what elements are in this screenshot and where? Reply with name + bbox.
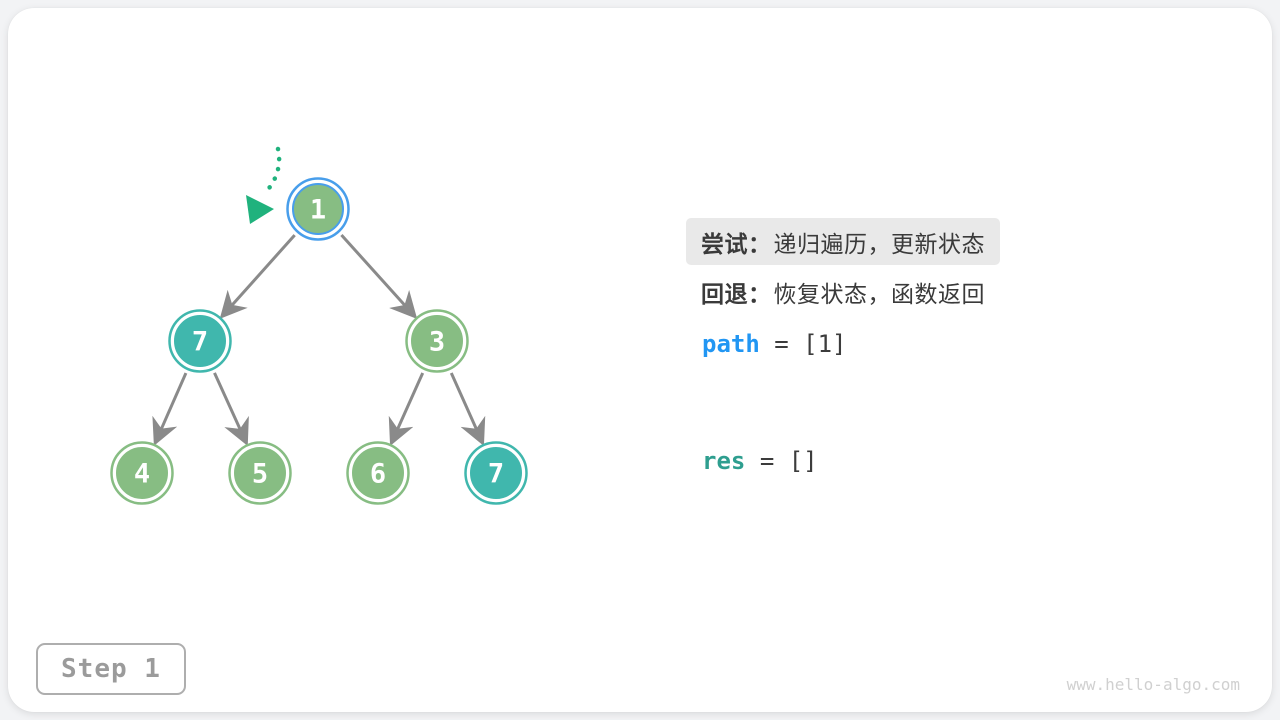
legend: 尝试： 递归遍历，更新状态 回退： 恢复状态，函数返回 <box>686 218 1000 307</box>
step-badge-label: Step 1 <box>61 654 161 684</box>
tree-edge <box>219 234 296 319</box>
legend-try-row: 尝试： 递归遍历，更新状态 <box>686 218 1000 265</box>
tree-node-7: 7 <box>168 309 232 373</box>
tree-edge <box>213 372 249 447</box>
tree-edge <box>388 372 425 446</box>
svg-text:5: 5 <box>252 459 268 490</box>
equals-sign <box>760 330 774 358</box>
variable-res: res = [] <box>702 447 818 475</box>
pointer-dotted-path <box>263 146 282 195</box>
space <box>745 447 759 475</box>
variable-path-eq: = <box>774 330 789 358</box>
variable-path-value: [1] <box>803 330 847 358</box>
variable-res-value: [] <box>788 447 818 475</box>
variable-res-eq: = <box>759 447 775 475</box>
svg-text:3: 3 <box>429 327 445 358</box>
svg-text:1: 1 <box>310 195 326 226</box>
watermark: www.hello-algo.com <box>1066 675 1240 694</box>
tree-node-5: 5 <box>228 441 292 505</box>
legend-backtrack-label: 回退： <box>701 280 772 307</box>
tree-edge <box>152 372 188 446</box>
space <box>789 330 803 358</box>
variable-path: path = [1] <box>702 330 847 358</box>
tree-node-7: 7 <box>464 441 528 505</box>
pointer-arrow-icon <box>246 195 274 224</box>
legend-backtrack-row: 回退： 恢复状态，函数返回 <box>686 278 1000 307</box>
tree-node-1-current: 1 <box>286 177 350 241</box>
legend-backtrack-text: 恢复状态，函数返回 <box>773 280 985 307</box>
legend-try-label: 尝试： <box>701 230 772 257</box>
space <box>774 447 788 475</box>
variable-res-name: res <box>702 447 746 475</box>
svg-text:7: 7 <box>192 327 208 358</box>
tree-node-3: 3 <box>405 309 469 373</box>
tree-node-6: 6 <box>346 441 410 505</box>
tree-edge <box>449 372 486 446</box>
svg-text:4: 4 <box>134 459 150 490</box>
diagram-card <box>8 8 1272 712</box>
tree-edge <box>340 233 418 320</box>
svg-text:6: 6 <box>370 459 386 490</box>
tree-node-4: 4 <box>110 441 174 505</box>
variable-path-name: path <box>702 330 760 358</box>
step-badge: Step 1 <box>36 643 186 695</box>
svg-text:7: 7 <box>488 459 504 490</box>
legend-try-text: 递归遍历，更新状态 <box>773 230 985 257</box>
